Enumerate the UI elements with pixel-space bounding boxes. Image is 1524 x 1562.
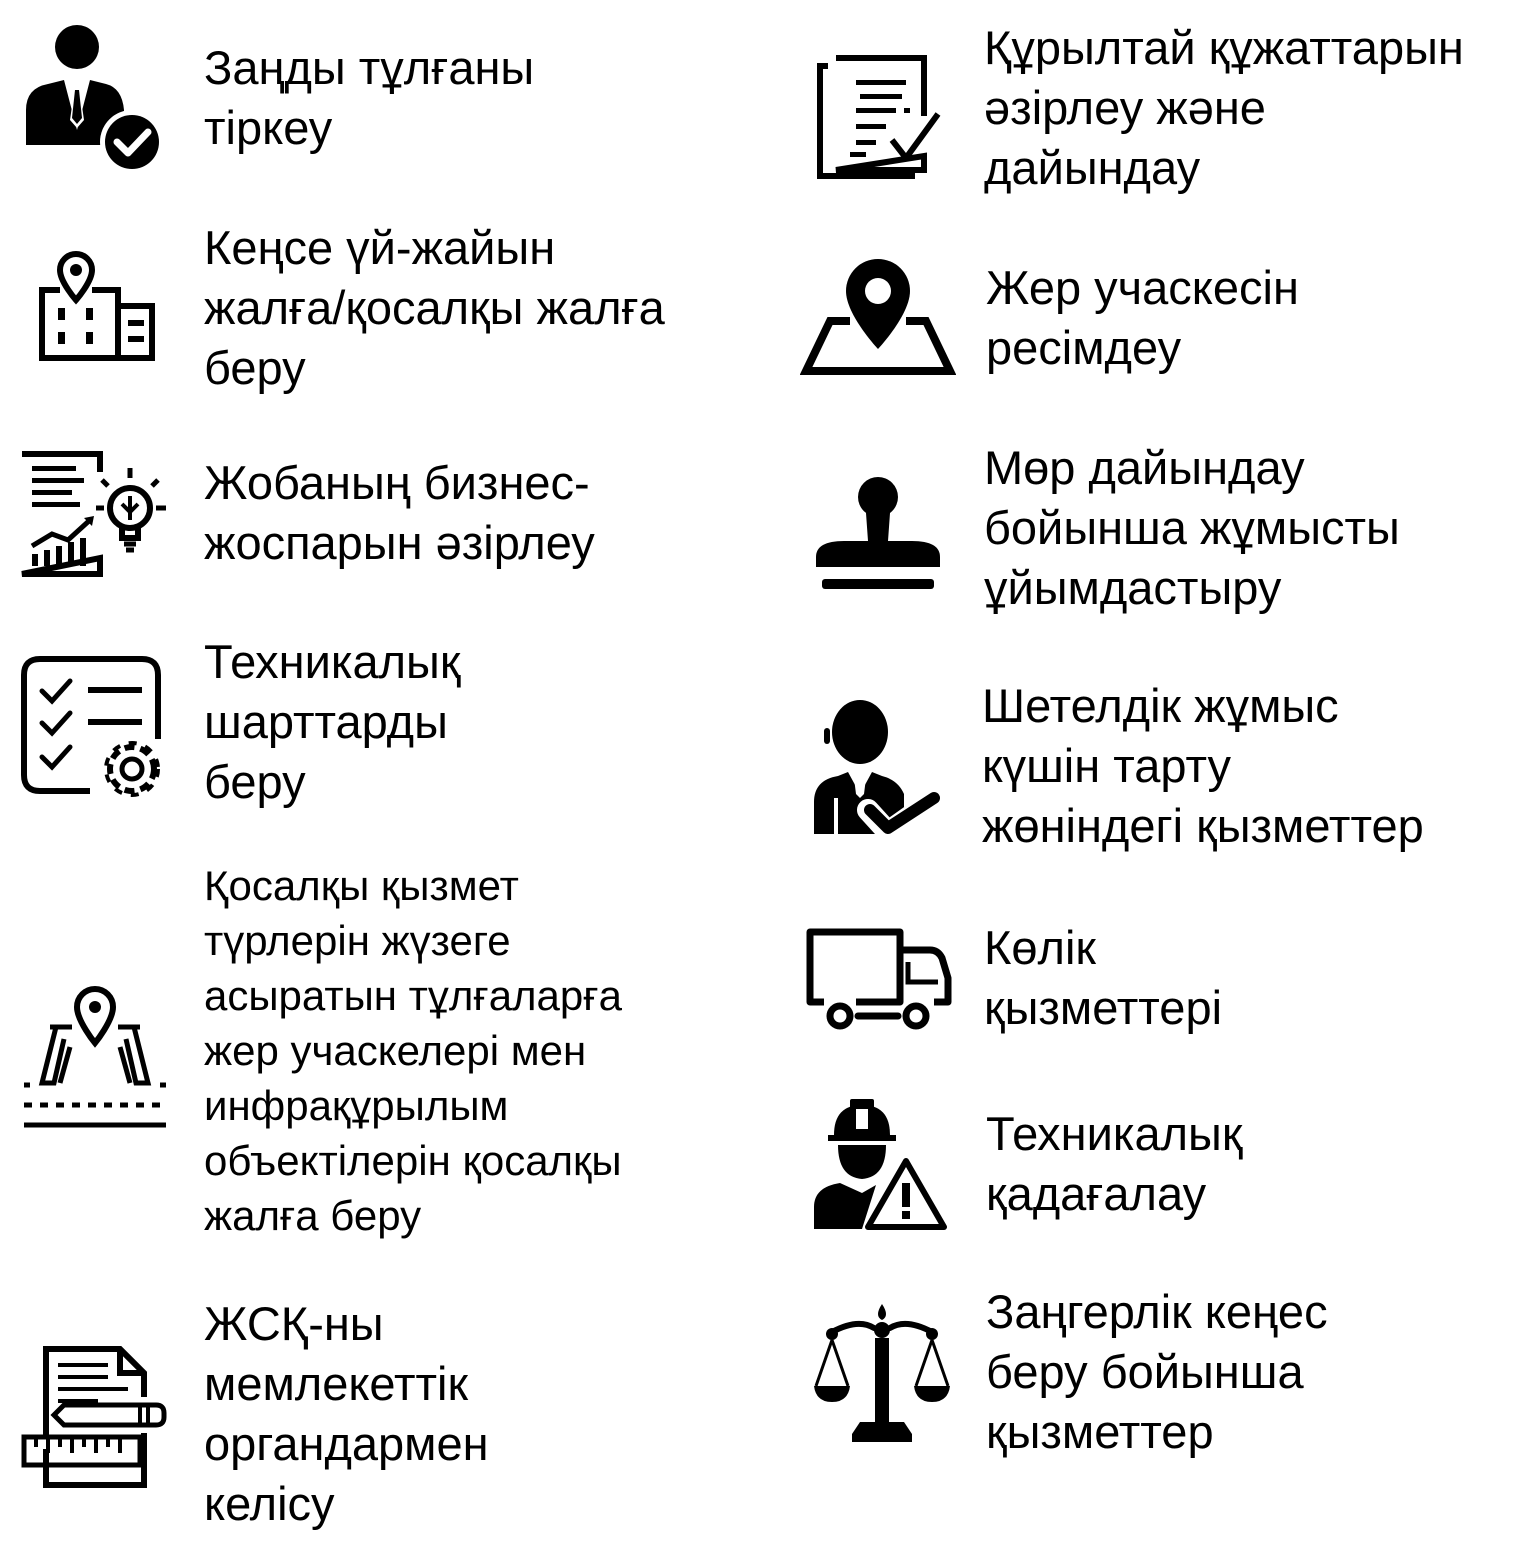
worker-check-icon	[814, 700, 942, 843]
service-label: ЖСҚ-ны мемлекеттік органдармен келісу	[204, 1297, 489, 1530]
office-building-location-icon	[39, 250, 155, 361]
service-label: Қосалқы қызмет түрлерін жүзеге асыратын …	[204, 862, 622, 1239]
construction-worker-warning-icon	[814, 1099, 947, 1230]
service-label: Жер учаскесін ресімдеу	[986, 261, 1299, 374]
documents-check-icon	[817, 55, 941, 179]
service-label: Мөр дайындау бойынша жұмысты ұйымдастыру	[984, 441, 1400, 614]
delivery-truck-icon	[806, 928, 952, 1030]
service-label: Жобаның бизнес- жоспарын әзірлеу	[204, 456, 595, 569]
service-label: Заңгерлік кеңес беру бойынша қызметтер	[986, 1285, 1328, 1458]
service-label: Құрылтай құжаттарын әзірлеу және дайында…	[984, 21, 1464, 194]
business-plan-lightbulb-icon	[21, 451, 166, 577]
land-plot-road-location-icon	[24, 985, 166, 1128]
service-label: Заңды тұлғаны тіркеу	[204, 41, 535, 154]
service-label: Техникалық қадағалау	[986, 1107, 1243, 1220]
justice-scales-icon	[814, 1304, 950, 1442]
map-location-pin-icon	[800, 259, 956, 375]
service-label: Көлік қызметтері	[984, 921, 1223, 1034]
service-label: Шетелдік жұмыс күшін тарту жөніндегі қыз…	[982, 679, 1424, 852]
service-label: Техникалық шарттарды беру	[204, 635, 461, 808]
service-label: Кеңсе үй-жайын жалға/қосалқы жалға беру	[204, 221, 665, 394]
document-pencil-ruler-icon	[21, 1346, 167, 1488]
businessman-check-icon	[26, 25, 164, 174]
checklist-gear-icon	[21, 656, 161, 797]
rubber-stamp-icon	[816, 477, 940, 589]
